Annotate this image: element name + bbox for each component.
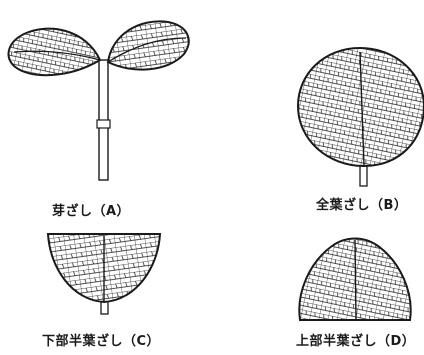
- whole-leaf-icon: [290, 40, 424, 186]
- caption-sprout-cutting: 芽ざし（A）: [52, 200, 130, 219]
- caption-whole-leaf: 全葉ざし（B）: [316, 194, 407, 213]
- sprout-cutting-icon: [0, 10, 200, 180]
- lower-half-leaf-icon: [40, 226, 170, 314]
- upper-half-leaf-icon: [290, 230, 420, 326]
- caption-upper-half-leaf: 上部半葉ざし（D）: [296, 330, 415, 349]
- caption-lower-half-leaf: 下部半葉ざし（C）: [42, 330, 160, 349]
